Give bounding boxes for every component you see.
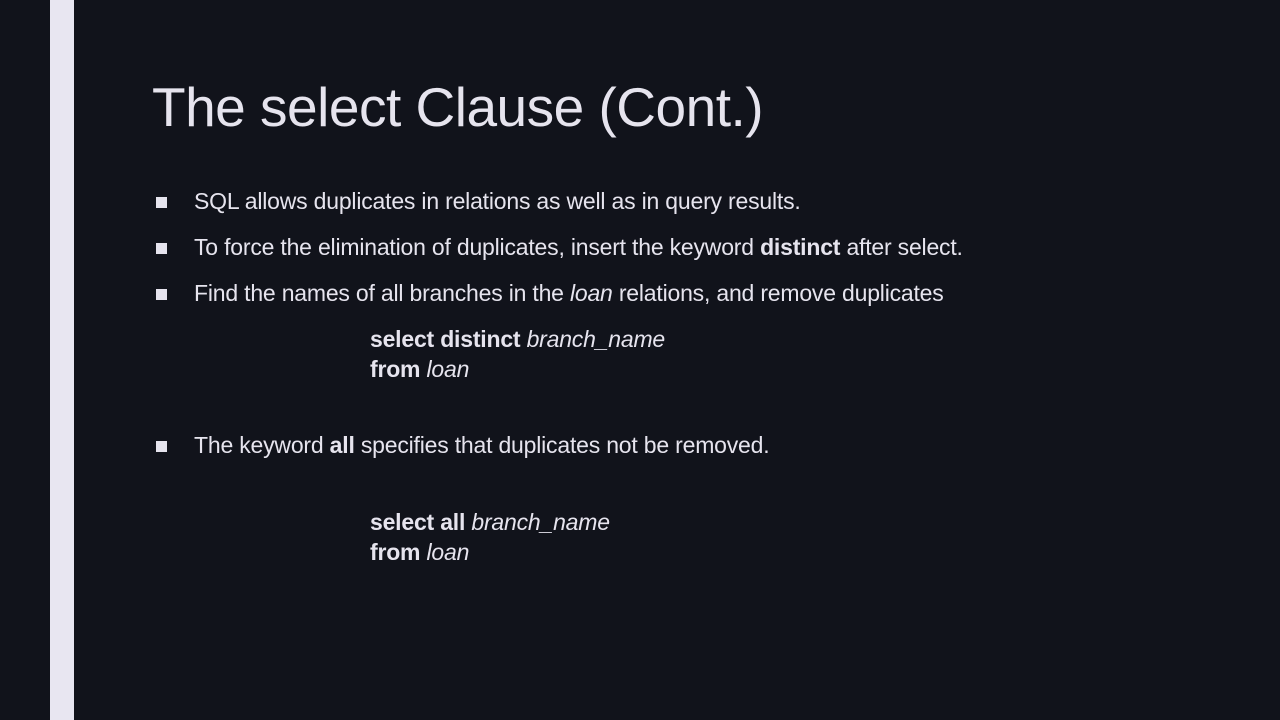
code-select-line: select all branch_name (370, 507, 610, 537)
square-bullet-icon (154, 438, 168, 452)
square-bullet-icon (154, 286, 168, 300)
accent-bar (50, 0, 74, 720)
code-select-keyword: select all (370, 509, 472, 535)
bullet-text-pre: Find the names of all branches in the (194, 280, 570, 306)
bullet-text: To force the elimination of duplicates, … (194, 232, 963, 262)
relation-name: loan (569, 280, 613, 306)
bullet-text-post: after select. (840, 234, 963, 260)
bullet-item-duplicates-allowed: SQL allows duplicates in relations as we… (154, 186, 801, 216)
keyword-distinct: distinct (760, 234, 841, 260)
code-from-keyword: from (370, 356, 427, 382)
square-bullet-icon (154, 240, 168, 254)
code-example-distinct: select distinct branch_name from loan (370, 324, 665, 384)
bullet-text: The keyword all specifies that duplicate… (194, 430, 770, 460)
bullet-text-pre: To force the elimination of duplicates, … (194, 234, 761, 260)
code-example-all: select all branch_name from loan (370, 507, 610, 567)
code-relation: loan (426, 539, 470, 565)
code-attribute: branch_name (526, 326, 666, 352)
bullet-text: SQL allows duplicates in relations as we… (194, 188, 801, 214)
square-bullet-icon (154, 194, 168, 208)
bullet-text-post: relations, and remove duplicates (612, 280, 944, 306)
bullet-text-pre: The keyword (194, 432, 330, 458)
slide-title: The select Clause (Cont.) (152, 76, 764, 138)
bullet-item-distinct: To force the elimination of duplicates, … (154, 232, 963, 262)
keyword-all: all (329, 432, 355, 458)
code-from-line: from loan (370, 537, 610, 567)
bullet-item-keyword-all: The keyword all specifies that duplicate… (154, 430, 770, 460)
code-from-keyword: from (370, 539, 427, 565)
bullet-text: Find the names of all branches in the lo… (194, 278, 944, 308)
code-select-line: select distinct branch_name (370, 324, 665, 354)
bullet-text-post: specifies that duplicates not be removed… (354, 432, 770, 458)
code-from-line: from loan (370, 354, 665, 384)
bullet-item-find-branches: Find the names of all branches in the lo… (154, 278, 944, 308)
code-relation: loan (426, 356, 470, 382)
code-select-keyword: select distinct (370, 326, 527, 352)
code-attribute: branch_name (471, 509, 610, 535)
